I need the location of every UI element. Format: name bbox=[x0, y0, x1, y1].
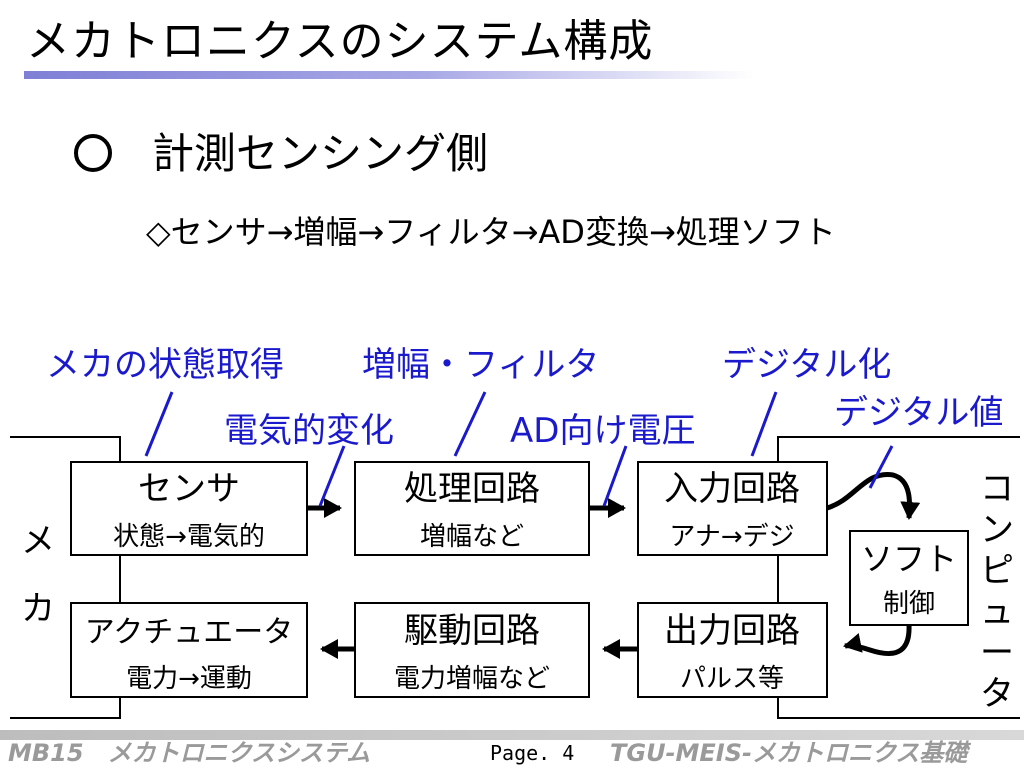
section-heading: 計測センシング側 bbox=[74, 128, 488, 180]
software-box bbox=[849, 530, 969, 626]
leader-electric bbox=[318, 445, 346, 507]
computer-label-char-6: タ bbox=[980, 674, 1014, 714]
computer-label-char-1: コ bbox=[980, 469, 1014, 509]
input-circuit-box bbox=[637, 461, 828, 556]
computer-bracket bbox=[777, 436, 1020, 719]
computer-label-char-5: ー bbox=[980, 633, 1014, 673]
drive-circuit-title: 駆動回路 bbox=[404, 611, 540, 651]
processing-circuit-sub: 増幅など bbox=[420, 522, 524, 552]
output-circuit-sub: パルス等 bbox=[680, 664, 784, 694]
leader-digital-value bbox=[868, 445, 894, 489]
footer-course-title: MB15 メカトロニクスシステム bbox=[8, 739, 371, 767]
leader-processing bbox=[453, 391, 487, 457]
input-circuit-sub: アナ→デジ bbox=[669, 522, 794, 552]
computer-label-char-3: ピ bbox=[980, 551, 1014, 591]
software-to-output-arrow bbox=[843, 624, 912, 657]
processing-circuit-title: 処理回路 bbox=[404, 469, 540, 509]
output-circuit-title: 出力回路 bbox=[664, 611, 800, 651]
footer-series-title: TGU-MEIS-メカトロニクス基礎 bbox=[610, 739, 968, 767]
drive-circuit-box bbox=[354, 602, 590, 698]
input-circuit-title: 入力回路 bbox=[664, 469, 800, 509]
computer-label-char-2: ン bbox=[980, 510, 1014, 550]
software-sub: 制御 bbox=[883, 589, 935, 619]
mecha-label-char-1: メ bbox=[21, 521, 55, 561]
leader-digitize bbox=[750, 391, 778, 457]
annotation-amp-filter: 増幅・フィルタ bbox=[362, 345, 599, 385]
footer-divider bbox=[0, 730, 1024, 740]
annotation-digitize: デジタル化 bbox=[722, 345, 891, 385]
input-to-software-arrow bbox=[826, 471, 921, 520]
leader-sensor bbox=[144, 391, 174, 457]
pipeline-description: ◇センサ→増幅→フィルタ→AD変換→処理ソフト bbox=[146, 213, 836, 251]
annotation-state-acquisition: メカの状態取得 bbox=[46, 345, 284, 385]
leader-ad-voltage bbox=[602, 445, 628, 507]
title-underline bbox=[24, 71, 754, 79]
output-circuit-box bbox=[637, 602, 828, 698]
sensor-title: センサ bbox=[138, 469, 240, 509]
sensor-sub: 状態→電気的 bbox=[113, 522, 265, 552]
actuator-sub: 電力→運動 bbox=[126, 664, 252, 694]
software-title: ソフト bbox=[861, 540, 957, 578]
annotation-electric-change: 電気的変化 bbox=[224, 411, 394, 451]
circle-bullet-icon bbox=[74, 133, 112, 172]
page-title: メカトロニクスのシステム構成 bbox=[26, 16, 654, 67]
computer-label-char-4: ュ bbox=[980, 592, 1014, 632]
annotation-ad-voltage: AD向け電圧 bbox=[510, 411, 695, 451]
mecha-label-char-2: カ bbox=[21, 589, 55, 629]
mecha-bracket bbox=[10, 436, 121, 719]
drive-circuit-sub: 電力増幅など bbox=[394, 664, 550, 694]
section-heading-text: 計測センシング側 bbox=[152, 129, 489, 178]
actuator-title: アクチュエータ bbox=[85, 615, 294, 650]
actuator-box bbox=[70, 602, 308, 698]
footer-page-number: Page. 4 bbox=[490, 741, 575, 765]
annotation-digital-value: デジタル値 bbox=[834, 393, 1003, 433]
